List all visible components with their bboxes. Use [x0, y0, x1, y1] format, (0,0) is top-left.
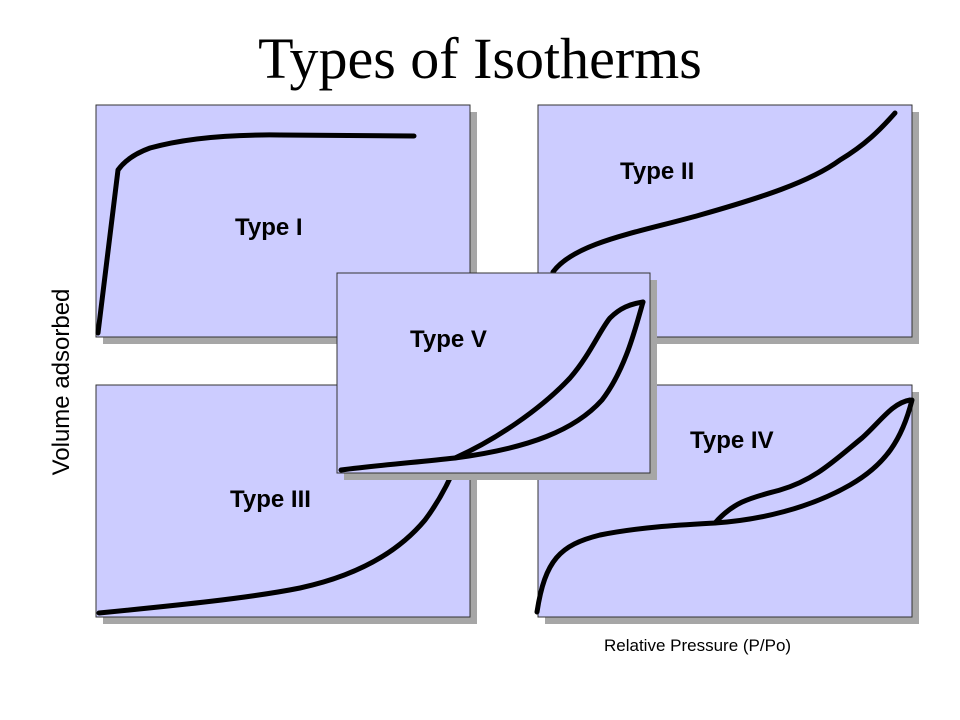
- panel-box: [336, 272, 651, 474]
- x-axis-label: Relative Pressure (P/Po): [604, 636, 792, 655]
- isotherm-hysteresis-loop: [712, 397, 913, 526]
- panel-type-1: Type I: [95, 104, 477, 344]
- isotherm-curve: [338, 299, 646, 473]
- panel-type-5: Type V: [336, 272, 657, 480]
- panel-label: Type II: [620, 158, 694, 185]
- panel-label: Type III: [230, 486, 311, 513]
- isotherm-curve: [95, 132, 417, 336]
- panel-label: Type V: [410, 326, 487, 353]
- slide-title: Types of Isotherms: [258, 26, 702, 91]
- isotherm-curve: [550, 110, 898, 275]
- panel-label: Type I: [235, 214, 303, 241]
- isotherm-curve: [96, 457, 461, 616]
- panel-label: Type IV: [690, 427, 774, 454]
- panel-type-2: Type II: [537, 104, 919, 344]
- isotherm-hysteresis-loop: [452, 299, 646, 461]
